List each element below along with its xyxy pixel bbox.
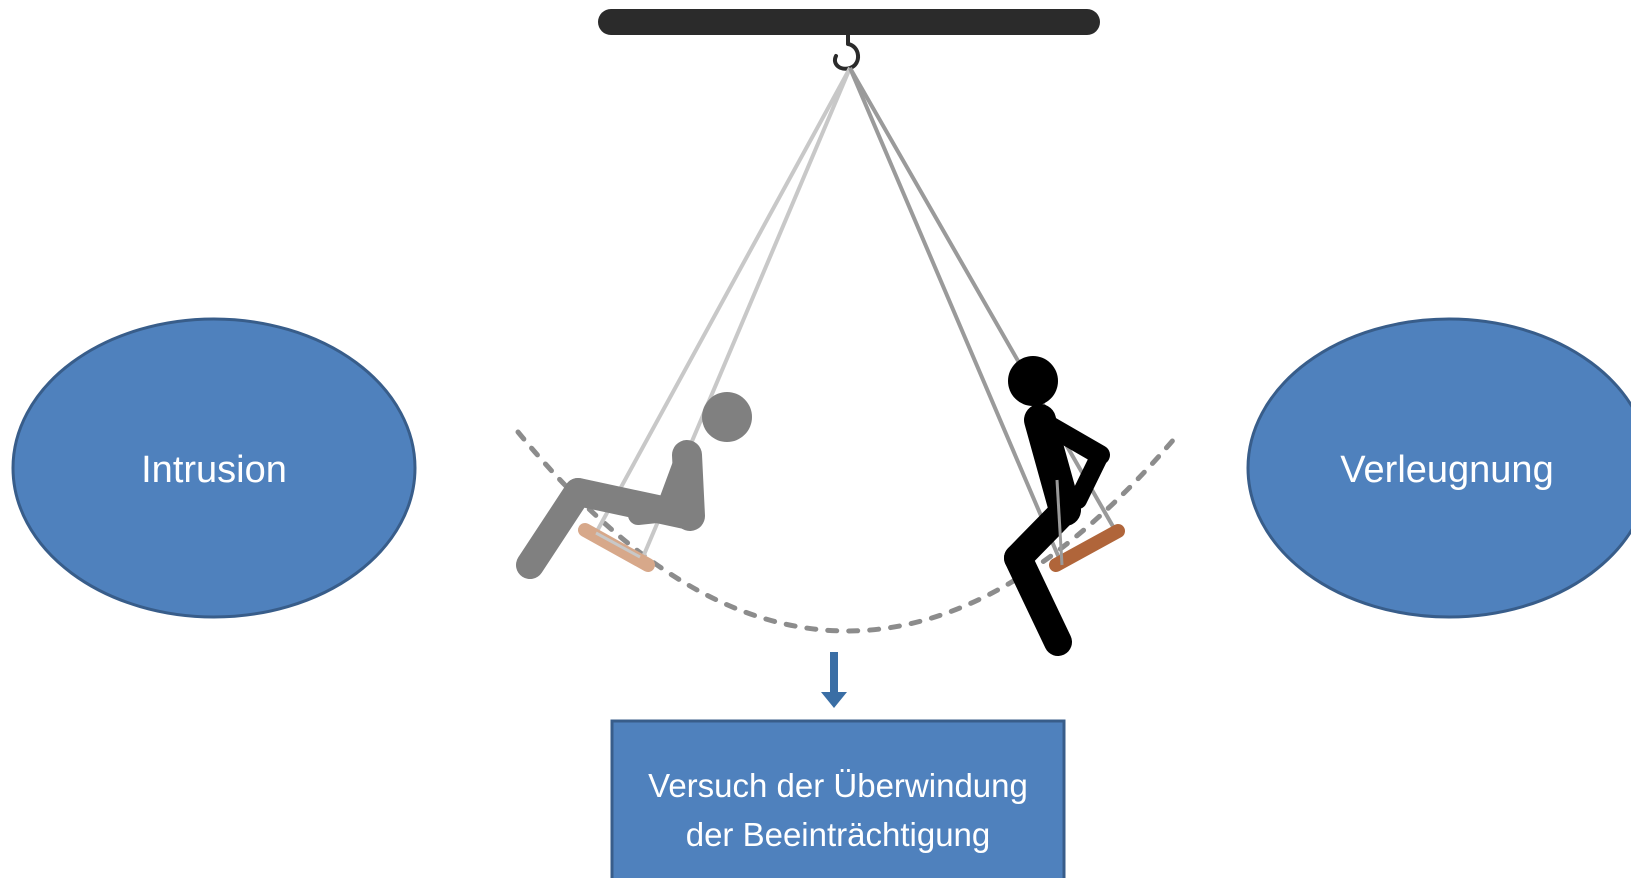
hook-icon [835, 35, 858, 69]
swing-beam [598, 9, 1100, 35]
right-rope-back [850, 68, 1115, 530]
left-swing-seat [585, 530, 648, 565]
down-arrow-icon [821, 652, 847, 708]
overcoming-line2: der Beeinträchtigung [686, 816, 991, 853]
right-rope-front [850, 68, 1062, 565]
left-figure-head [702, 392, 752, 442]
left-rope-front [596, 68, 850, 533]
overcoming-line1: Versuch der Überwindung [648, 767, 1028, 804]
right-figure-head [1008, 356, 1058, 406]
swing-arc [518, 432, 1180, 631]
right-swinging-figure [1008, 356, 1100, 642]
left-swinging-figure [530, 392, 752, 565]
intrusion-label: Intrusion [141, 449, 287, 491]
verleugnung-label: Verleugnung [1340, 449, 1553, 491]
